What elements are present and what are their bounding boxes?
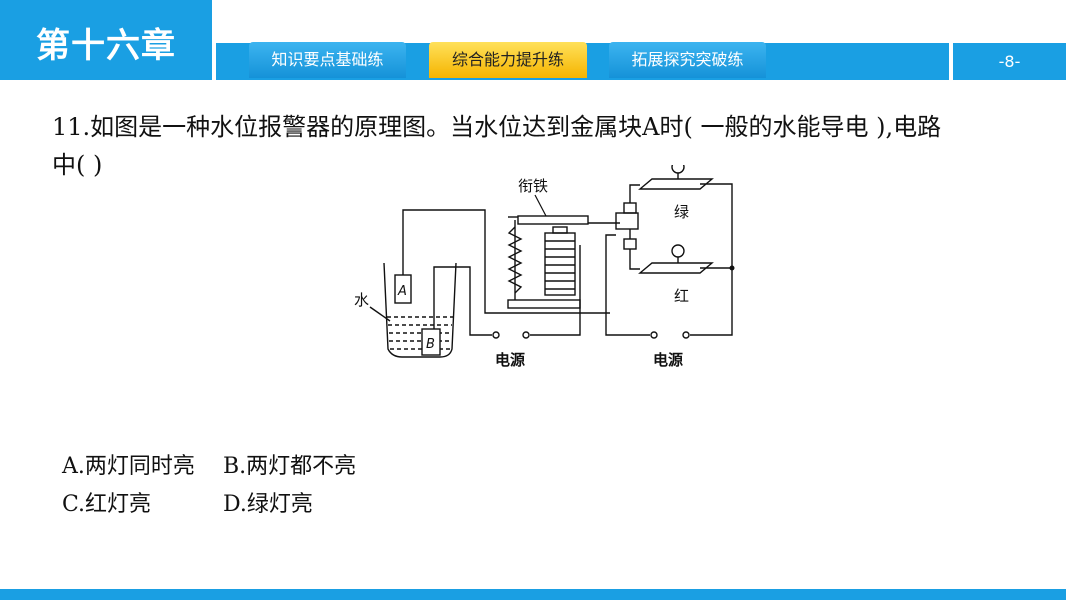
tab-extension-exploration[interactable]: 拓展探究突破练 [609,42,766,78]
page-number: -8- [998,52,1021,71]
beaker [383,262,457,358]
question-line-2: 中( ) [52,151,103,179]
lower-contact [623,238,637,250]
option-b[interactable]: B.两灯都不亮 [223,454,357,479]
label-b: B [426,337,435,352]
power-terminal-2a [650,331,658,339]
right-wire [690,183,733,336]
label-a: A [397,284,407,299]
power-terminal-1b [522,331,530,339]
chapter-banner: 第十六章 [0,0,212,80]
question-line-1: 11.如图是一种水位报警器的原理图。当水位达到金属块A时( 一般的水能导电 ),… [52,113,942,141]
armature [517,215,589,225]
label-power-2: 电源 [653,351,683,369]
electromagnet [544,232,576,296]
footer-bar [0,589,1066,600]
option-c[interactable]: C.红灯亮 [62,492,152,517]
switch-lever [615,212,639,230]
red-lamp-base [638,262,714,274]
label-power-1: 电源 [495,351,525,369]
wire-b [433,266,492,336]
water-level-alarm-diagram: 衔铁 水 A B 绿 红 电源 电源 [354,165,735,369]
page-number-box: -8- [953,43,1066,80]
green-lamp [671,165,685,174]
upper-contact [623,202,637,214]
tab-comprehensive-ability[interactable]: 综合能力提升练 [429,42,587,78]
option-d[interactable]: D.绿灯亮 [223,492,313,517]
metal-block-b [421,328,441,356]
power-terminal-1a [492,331,500,339]
tab-basic-practice[interactable]: 知识要点基础练 [249,42,406,78]
option-a[interactable]: A.两灯同时亮 [62,454,195,479]
question-text: 11.如图是一种水位报警器的原理图。当水位达到金属块A时( 一般的水能导电 ),… [52,108,1042,184]
wire-a [402,209,610,314]
chapter-title: 第十六章 [36,26,176,66]
red-lamp [671,244,685,258]
spring [507,226,523,294]
power-terminal-2b [682,331,690,339]
label-green: 绿 [674,203,689,221]
label-armature: 衔铁 [518,177,548,195]
label-red: 红 [674,287,689,305]
green-lamp-base [638,178,714,190]
label-water: 水 [354,291,369,309]
